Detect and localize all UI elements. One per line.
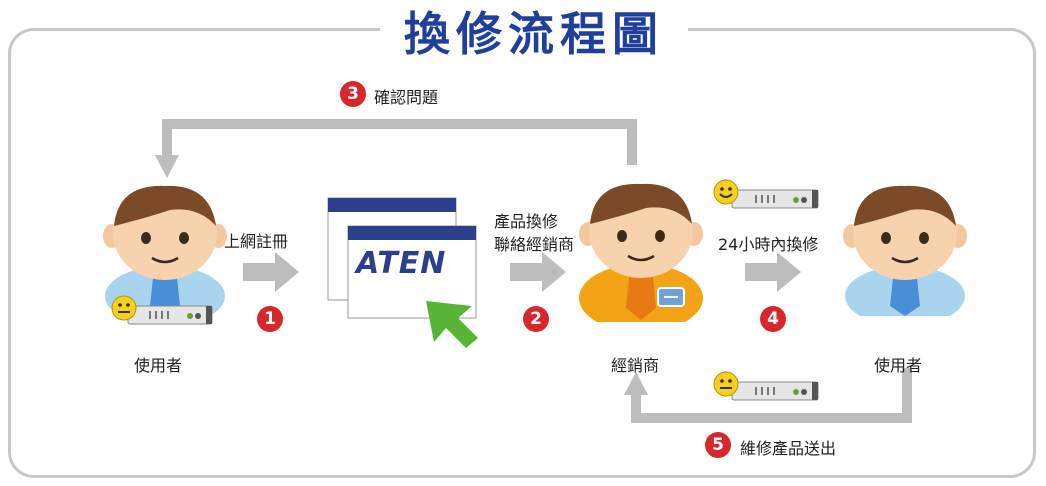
step3-badge: 3 — [340, 81, 366, 107]
device-neutral-left — [111, 295, 213, 325]
step1-badge: 1 — [257, 306, 283, 332]
aten-logo: ATEN — [356, 246, 447, 281]
device-happy — [713, 179, 819, 209]
arrow-step-1 — [243, 252, 299, 292]
actor-user-right: 使用者 — [874, 356, 923, 375]
dealer-avatar — [579, 183, 703, 322]
arrow-step-2 — [510, 252, 566, 292]
arrow-step-4 — [745, 252, 801, 292]
aten-website-window — [327, 197, 478, 348]
user-right-avatar — [843, 185, 967, 316]
step2-label-line1: 產品換修 — [494, 212, 559, 231]
step2-badge: 2 — [523, 306, 549, 332]
step2-label-line2: 聯絡經銷商 — [494, 235, 575, 254]
page-title: 換修流程圖 — [404, 7, 664, 61]
actor-dealer: 經銷商 — [611, 356, 660, 375]
actor-user-left: 使用者 — [134, 356, 183, 375]
step4-label: 24小時內換修 — [718, 235, 819, 254]
loop-arrow-3 — [162, 119, 637, 165]
loop-arrow-5 — [631, 368, 912, 423]
loop-arrow-5-head — [624, 372, 648, 395]
loop-arrow-3-head — [155, 155, 179, 178]
step4-badge: 4 — [760, 306, 786, 332]
step3-label: 確認問題 — [374, 88, 439, 107]
step5-badge: 5 — [705, 432, 731, 458]
device-neutral-bottom — [713, 371, 819, 401]
step1-label: 上網註冊 — [224, 232, 289, 251]
step5-label: 維修產品送出 — [740, 439, 837, 458]
cursor-arrow-icon — [426, 301, 478, 348]
